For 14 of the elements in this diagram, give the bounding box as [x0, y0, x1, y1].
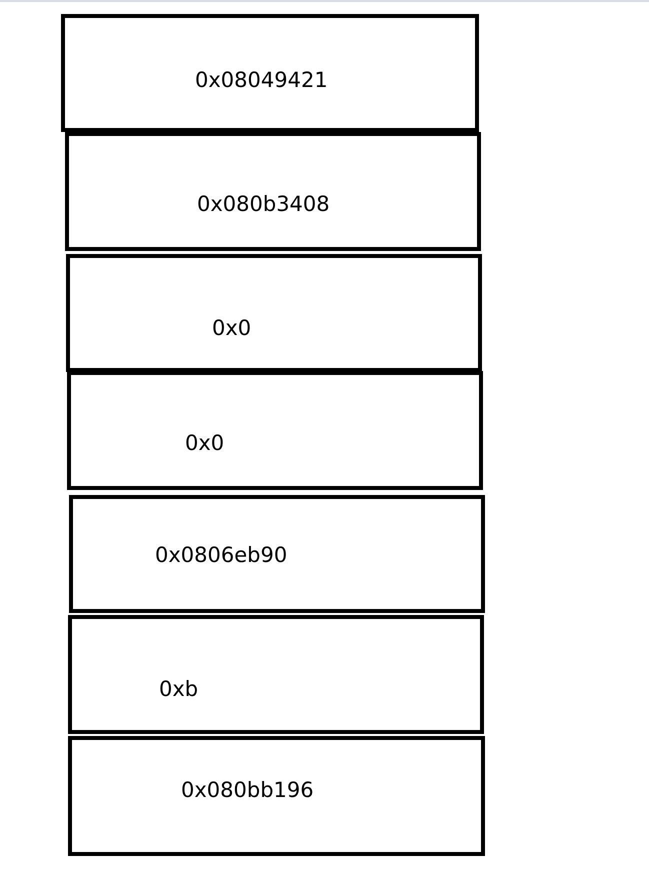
address-value: 0x08049421	[195, 68, 328, 92]
address-value: 0x080b3408	[197, 192, 330, 216]
address-value: 0x0	[185, 431, 224, 455]
address-value: 0x0806eb90	[155, 543, 288, 567]
memory-cell-box	[65, 132, 481, 251]
memory-cell-box	[68, 736, 485, 856]
memory-cell-box	[61, 14, 479, 132]
memory-cell-box	[67, 371, 483, 490]
memory-cell-box	[68, 615, 484, 734]
address-value: 0xb	[159, 677, 198, 701]
memory-cell-box	[69, 495, 485, 613]
address-value: 0x080bb196	[181, 778, 314, 802]
memory-cell-box	[66, 254, 482, 372]
address-value: 0x0	[212, 316, 252, 340]
